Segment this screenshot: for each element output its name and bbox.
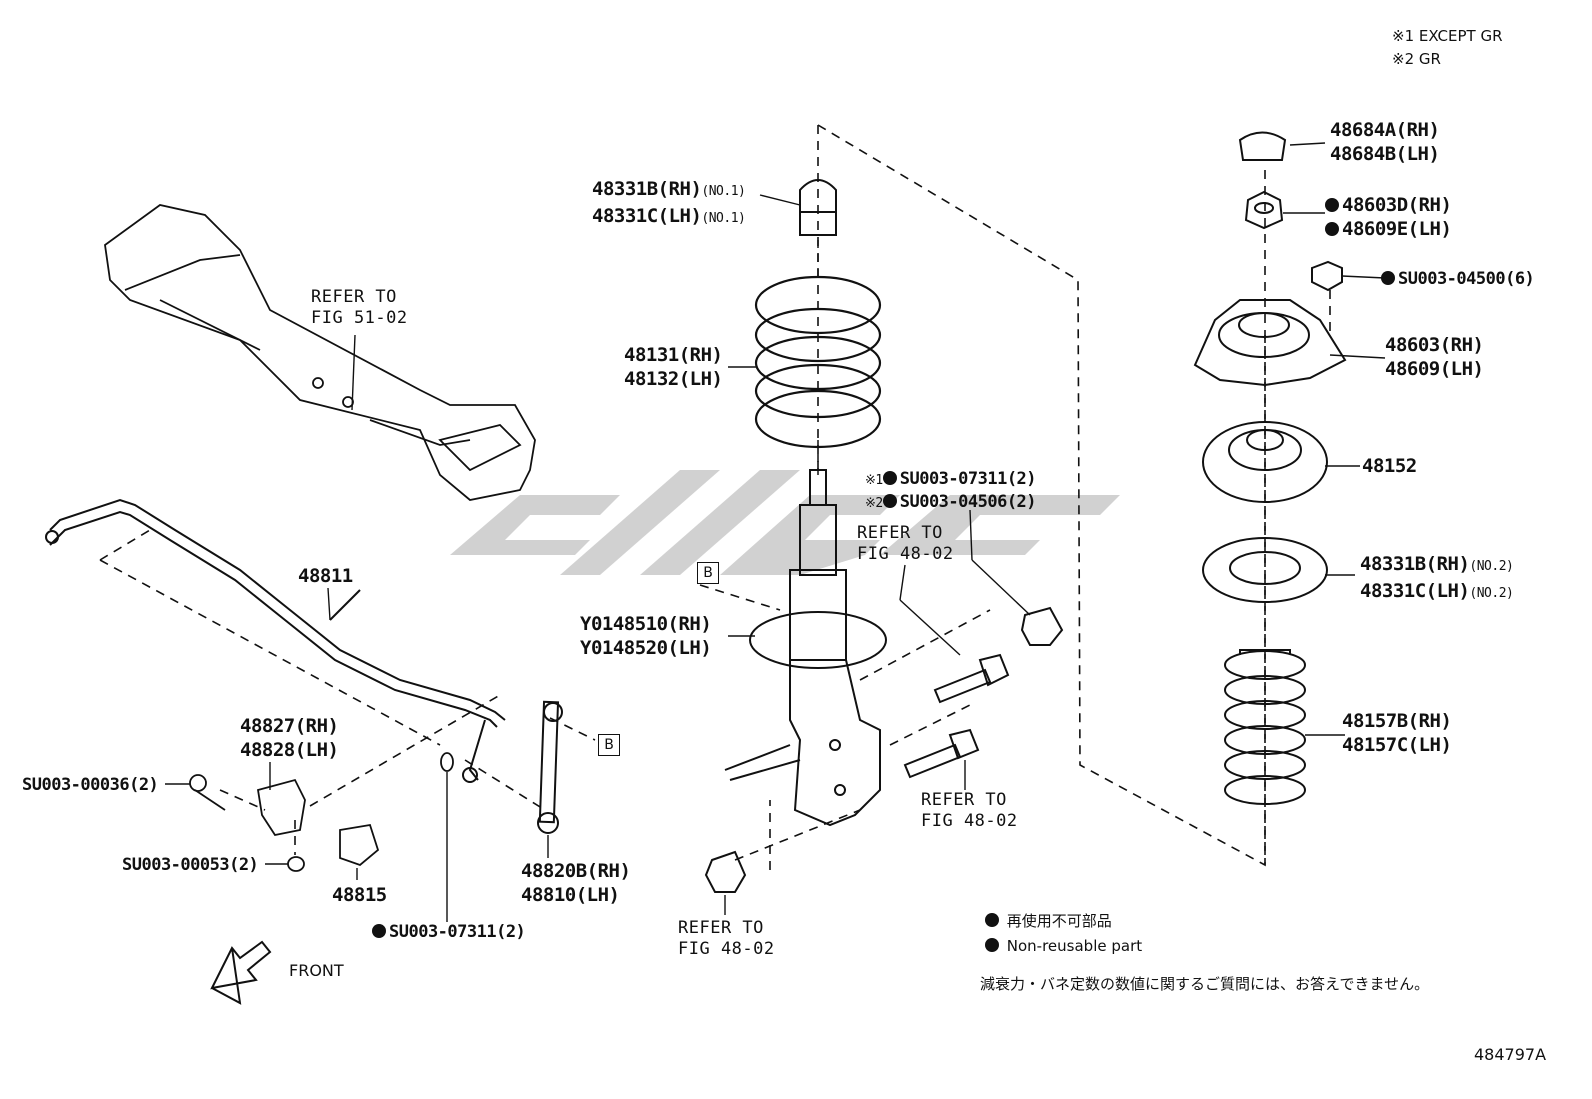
note-en-nonreusable: Non-reusable part — [985, 935, 1142, 957]
label-y0148510: Y0148510(RH)Y0148520(LH) — [580, 613, 712, 659]
bellows-48157 — [1224, 649, 1306, 805]
reference-box-b: B — [697, 562, 719, 584]
nonreusable-dot-icon — [372, 924, 386, 938]
coil-spring — [754, 275, 882, 449]
bearing-48152 — [1202, 421, 1328, 503]
label-48157: 48157B(RH)48157C(LH) — [1342, 710, 1452, 756]
front-arrow-icon — [210, 940, 272, 1005]
spring-seat-no2 — [1202, 537, 1328, 603]
label-48603d: 48603D(RH) 48609E(LH) — [1325, 193, 1452, 241]
shock-absorber — [724, 469, 887, 827]
assembly-dashed-outline — [99, 124, 1331, 870]
nonreusable-dot-icon — [882, 471, 897, 485]
label-48815: 48815 — [332, 884, 387, 906]
label-48827: 48827(RH)48828(LH) — [240, 715, 339, 761]
upper-nut — [1244, 190, 1343, 292]
nonreusable-dot-icon — [1381, 271, 1395, 285]
label-48131: 48131(RH)48132(LH) — [624, 344, 723, 390]
crossmember — [104, 204, 536, 501]
front-label: FRONT — [289, 961, 344, 980]
note-jp-nonreusable: 再使用不可部品 — [985, 910, 1112, 932]
bump-stopper-no1 — [799, 179, 837, 236]
nonreusable-dot-icon — [985, 938, 999, 952]
nonreusable-dot-icon — [1325, 198, 1339, 212]
nonreusable-dot-icon — [882, 494, 897, 508]
figure-code: 484797A — [1474, 1045, 1547, 1064]
bolts — [704, 606, 1064, 893]
leader-lines — [165, 142, 1386, 922]
label-48331-no1: 48331B(RH)(NO.1) 48331C(LH)(NO.1) — [592, 178, 746, 227]
bushing-bracket — [189, 752, 454, 872]
note-jp-disclaimer: 減衰力・バネ定数の数値に関するご質問には、お答えできません。 — [980, 975, 1430, 993]
label-48603: 48603(RH)48609(LH) — [1385, 334, 1484, 380]
label-su003-07311-bottom: SU003-07311(2) — [372, 920, 526, 944]
legend-except-gr: ※1 EXCEPT GR — [1392, 27, 1503, 45]
nonreusable-dot-icon — [1325, 222, 1339, 236]
label-48820: 48820B(RH)48810(LH) — [521, 860, 631, 906]
label-48152: 48152 — [1362, 455, 1417, 477]
reference-box-b-link: B — [598, 734, 620, 756]
label-48684: 48684A(RH)48684B(LH) — [1330, 119, 1440, 165]
label-su003-00053: SU003-00053(2) — [122, 855, 259, 875]
legend-gr: ※2 GR — [1392, 50, 1441, 68]
dust-cap — [1238, 131, 1287, 161]
nonreusable-dot-icon — [985, 913, 999, 927]
stabilizer-link-48820 — [462, 700, 563, 834]
label-su003-04500: SU003-04500(6) — [1381, 267, 1535, 291]
label-su003-00036: SU003-00036(2) — [22, 775, 159, 795]
label-48811: 48811 — [298, 565, 353, 587]
watermark-logo — [450, 470, 1120, 575]
stabilizer-bar-48811 — [45, 498, 506, 728]
label-48331-no2: 48331B(RH)(NO.2) 48331C(LH)(NO.2) — [1360, 553, 1514, 602]
support-mount — [1193, 299, 1347, 387]
